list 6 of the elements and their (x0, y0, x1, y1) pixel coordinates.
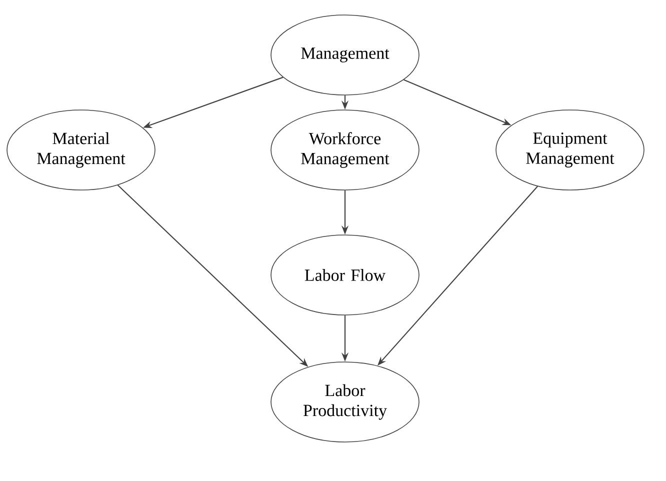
ellipse-node: Workforce Management (270, 110, 420, 190)
ellipse-node: Management (270, 14, 420, 96)
ellipse-node: Equipment Management (496, 110, 644, 190)
ellipse-node: Material Management (6, 110, 156, 190)
ellipse-node: Labor Flow (270, 234, 420, 316)
ellipse-node: Labor Productivity (270, 362, 420, 442)
